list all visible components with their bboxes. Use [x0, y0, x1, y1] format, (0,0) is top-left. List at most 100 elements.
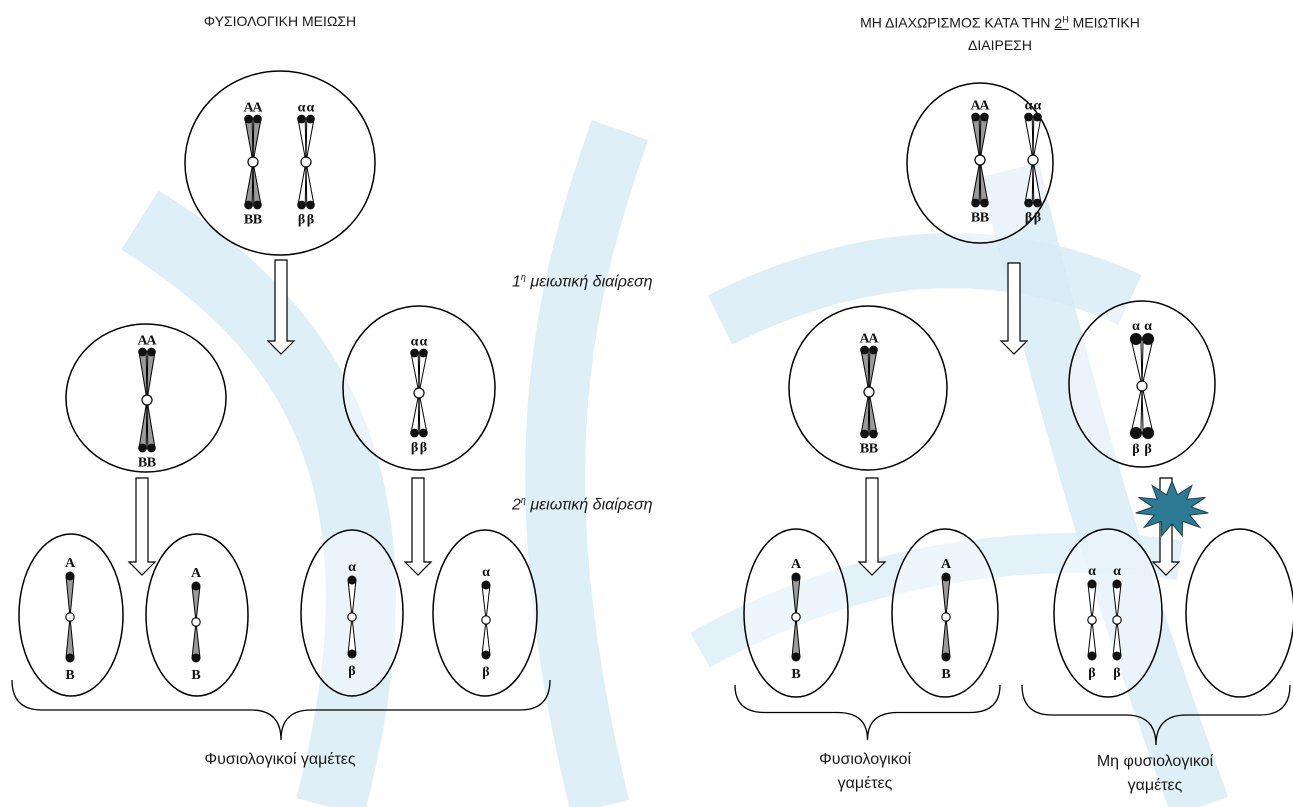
gene-locus — [941, 572, 951, 582]
gene-locus — [347, 649, 357, 659]
allele-label: β — [1113, 666, 1120, 681]
allele-label: β — [482, 665, 489, 680]
allele-label: β — [1132, 442, 1139, 457]
allele-label: A — [138, 334, 149, 349]
gene-locus — [244, 200, 254, 210]
allele-label: A — [979, 99, 990, 114]
gene-locus — [253, 200, 262, 210]
allele-label: B — [860, 441, 869, 456]
gene-locus — [1087, 579, 1097, 589]
chromosome: AB — [791, 557, 802, 682]
allele-label: A — [971, 99, 982, 114]
centromere — [347, 612, 357, 622]
allele-label: α — [1144, 319, 1152, 334]
chromosome: αβ — [481, 565, 491, 680]
gene-locus — [1129, 332, 1142, 346]
heading-nondisjunction-line1: ΜΗ ΔΙΑΧΩΡΙΣΜΟΣ ΚΑΤΑ ΤΗΝ 2Η ΜΕΙΩΤΙΚΗ — [860, 14, 1140, 31]
allele-label: α — [411, 335, 419, 350]
allele-label: β — [1034, 210, 1041, 225]
centromere — [941, 612, 951, 622]
allele-label: A — [791, 557, 802, 572]
allele-label: A — [941, 557, 952, 572]
gene-locus — [410, 428, 419, 438]
allele-label: β — [1144, 442, 1151, 457]
allele-label: A — [244, 101, 255, 116]
chromosome: AB — [191, 566, 202, 683]
allele-label: β — [298, 212, 305, 227]
gene-locus — [860, 429, 869, 439]
allele-label: β — [1025, 210, 1032, 225]
gene-locus — [971, 112, 980, 122]
gene-locus — [1112, 579, 1122, 589]
centromere — [481, 615, 491, 625]
gene-locus — [941, 652, 951, 662]
gene-locus — [410, 348, 419, 358]
chromosome: α β α β — [410, 335, 428, 455]
gene-locus — [306, 114, 315, 124]
gene-locus — [138, 443, 148, 453]
braces-layer — [11, 679, 1291, 746]
centromere — [1112, 615, 1122, 625]
gene-locus — [347, 575, 357, 585]
label-normal-gametes-left: Φυσιολογικοί γαμέτες — [204, 751, 356, 768]
centromere — [191, 617, 201, 627]
gene-locus — [1142, 426, 1155, 440]
cell — [1185, 528, 1293, 698]
allele-label: α — [1132, 319, 1140, 334]
allele-label: α — [298, 101, 306, 116]
allele-label: B — [253, 212, 262, 227]
allele-label: B — [191, 668, 200, 683]
arrows-layer — [127, 259, 1209, 576]
chromosome: α β α β — [1129, 319, 1155, 457]
gene-locus — [419, 428, 428, 438]
allele-label: B — [941, 667, 950, 682]
gene-locus — [1142, 332, 1155, 346]
gene-locus — [244, 114, 254, 124]
allele-label: α — [1113, 564, 1121, 579]
centromere — [141, 394, 153, 406]
allele-label: β — [411, 440, 418, 455]
allele-label: B — [971, 210, 980, 225]
allele-label: β — [420, 440, 427, 455]
chromosome: AB — [65, 556, 76, 683]
allele-label: B — [65, 668, 74, 683]
division-arrow — [403, 477, 433, 576]
gene-locus — [297, 114, 306, 124]
centromere — [974, 154, 986, 166]
cells-layer — [18, 70, 1293, 698]
division-arrow — [266, 259, 296, 355]
cell — [184, 70, 376, 256]
allele-label: B — [791, 667, 800, 682]
allele-label: A — [191, 566, 202, 581]
gene-locus — [860, 345, 869, 355]
gene-locus — [1033, 112, 1042, 122]
gene-locus — [147, 347, 156, 357]
allele-label: α — [419, 335, 427, 350]
gene-locus — [1112, 651, 1122, 661]
centromere — [413, 387, 425, 399]
centromere — [300, 156, 312, 168]
label-abnormal-gametes: Μη φυσιολογικοί γαμέτες — [1096, 753, 1214, 794]
gene-locus — [1024, 198, 1033, 208]
allele-label: B — [147, 455, 156, 470]
allele-label: α — [1088, 564, 1096, 579]
allele-label: B — [980, 210, 989, 225]
centromere — [1136, 380, 1148, 392]
cell — [1053, 528, 1163, 698]
gene-locus — [191, 581, 201, 591]
chromosome: αβ — [1087, 564, 1097, 681]
gene-locus — [481, 580, 491, 590]
allele-label: A — [252, 101, 263, 116]
gene-locus — [65, 653, 75, 663]
centromere — [863, 386, 875, 398]
allele-label: B — [869, 441, 878, 456]
gene-locus — [1033, 198, 1042, 208]
gene-locus — [191, 653, 201, 663]
allele-label: B — [138, 455, 147, 470]
gamete-brace — [11, 679, 551, 741]
heading-nondisjunction: ΜΗ ΔΙΑΧΩΡΙΣΜΟΣ ΚΑΤΑ ΤΗΝ 2Η ΜΕΙΩΤΙΚΗ ΔΙΑΙ… — [790, 8, 1210, 56]
